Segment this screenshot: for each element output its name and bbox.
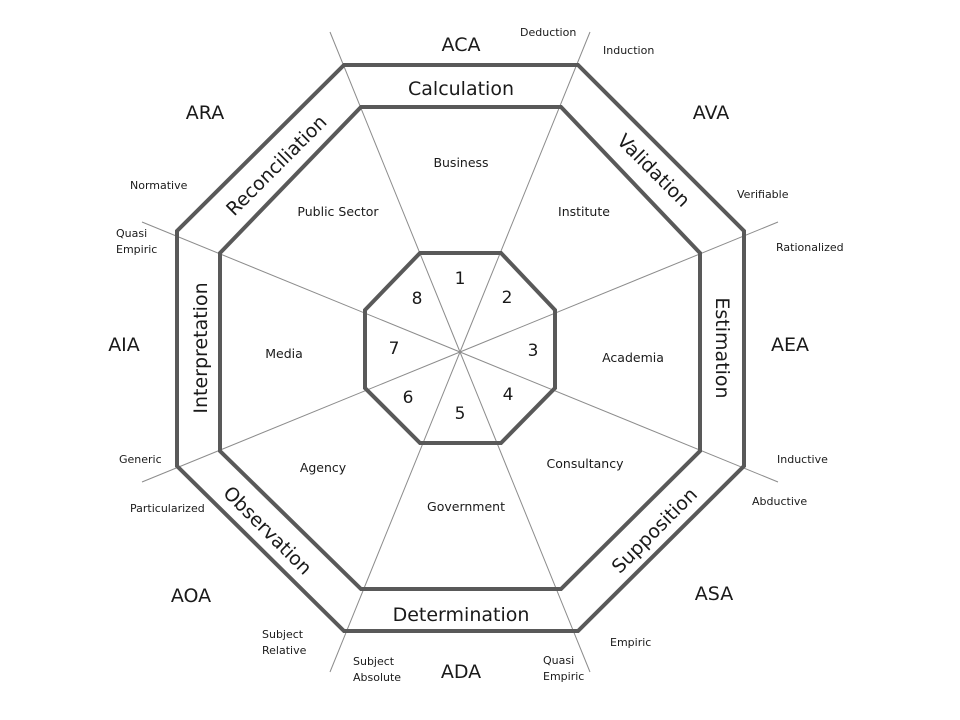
inner-number-7: 7 [389, 339, 400, 359]
mode-label-subject-relative-line2: Relative [262, 644, 307, 657]
mode-label-induction: Induction [603, 44, 654, 57]
spoke-top-right [459, 31, 591, 353]
inner-octagon [363, 251, 557, 445]
spoke-left-bottom [141, 351, 461, 483]
sector-label-media: Media [265, 346, 303, 361]
inner-number-4: 4 [503, 385, 514, 405]
middle-octagon [218, 105, 702, 591]
spoke-top-left [329, 31, 461, 353]
inner-number-2: 2 [502, 288, 513, 308]
sector-label-agency: Agency [300, 460, 347, 475]
band-label-estimation: Estimation [711, 297, 733, 398]
corner-label-aoa: AOA [171, 585, 211, 607]
mode-label-quasi-empiric-bottom-line1: Quasi [543, 654, 574, 667]
corner-label-asa: ASA [695, 583, 733, 605]
corner-label-aea: AEA [771, 334, 809, 356]
band-label-interpretation: Interpretation [190, 282, 212, 413]
mode-label-generic: Generic [119, 453, 162, 466]
spoke-bottom-left [329, 351, 461, 673]
sector-label-consultancy: Consultancy [547, 456, 625, 471]
inner-number-3: 3 [528, 341, 539, 361]
mode-label-subject-absolute-line1: Subject [353, 655, 395, 668]
mode-label-rationalized: Rationalized [776, 241, 844, 254]
mode-label-normative: Normative [130, 179, 188, 192]
sector-label-business: Business [433, 155, 488, 170]
corner-label-aia: AIA [108, 334, 140, 356]
inner-number-6: 6 [403, 388, 414, 408]
mode-label-quasi-empiric-bottom-line2: Empiric [543, 670, 584, 683]
corner-label-ada: ADA [441, 661, 481, 683]
inner-number-8: 8 [412, 289, 423, 309]
sector-label-academia: Academia [602, 350, 664, 365]
spoke-left-top [141, 221, 461, 353]
sector-label-institute: Institute [558, 204, 610, 219]
mode-label-particularized: Particularized [130, 502, 205, 515]
sector-label-public-sector: Public Sector [297, 204, 379, 219]
inner-number-5: 5 [455, 404, 466, 424]
band-label-calculation: Calculation [408, 78, 514, 100]
mode-label-verifiable: Verifiable [737, 188, 789, 201]
outer-octagon [175, 63, 746, 633]
mode-label-quasi-empiric-left-line2: Empiric [116, 243, 157, 256]
spoke-right-bottom [459, 351, 779, 483]
mode-label-quasi-empiric-left-line1: Quasi [116, 227, 147, 240]
spoke-right-top [459, 221, 779, 353]
mode-label-empiric: Empiric [610, 636, 651, 649]
mode-label-deduction: Deduction [520, 26, 576, 39]
mode-label-inductive: Inductive [777, 453, 828, 466]
spokes [141, 31, 779, 673]
band-label-determination: Determination [393, 604, 530, 626]
spoke-bottom-right [459, 351, 591, 673]
corner-label-aca: ACA [442, 34, 481, 56]
corner-label-ara: ARA [186, 102, 224, 124]
sector-label-government: Government [427, 499, 505, 514]
inner-number-1: 1 [455, 269, 466, 289]
mode-label-subject-relative-line1: Subject [262, 628, 304, 641]
mode-label-abductive: Abductive [752, 495, 807, 508]
corner-label-ava: AVA [693, 102, 730, 124]
mode-label-subject-absolute-line2: Absolute [353, 671, 401, 684]
